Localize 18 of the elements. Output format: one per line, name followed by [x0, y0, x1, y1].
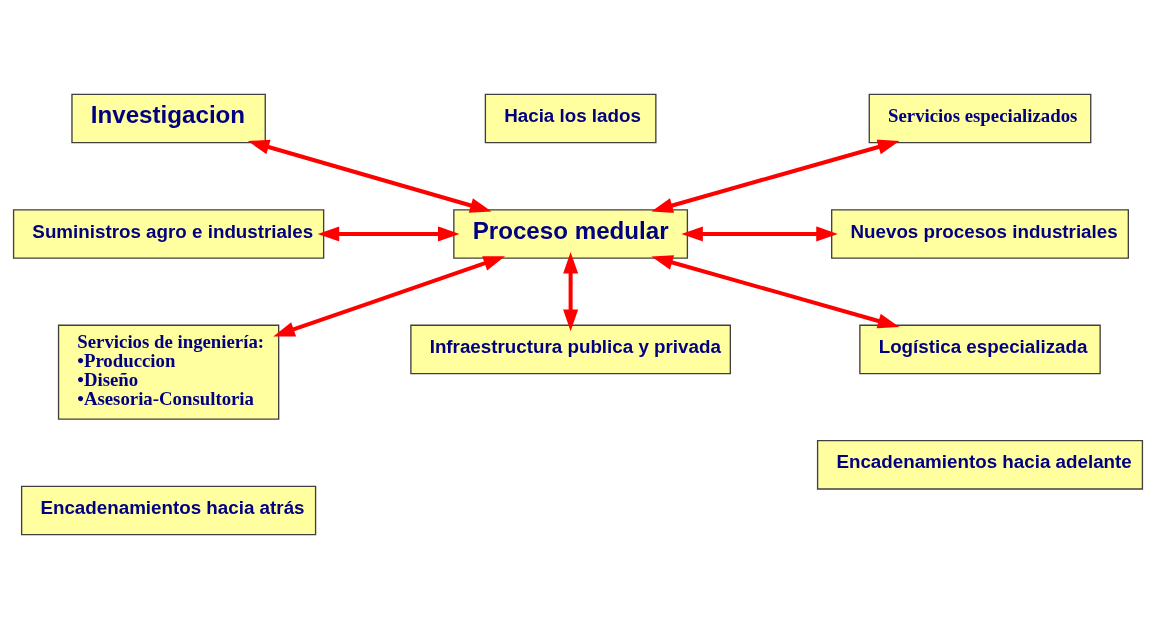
arrow: [651, 254, 900, 328]
node-box: Hacia los lados: [484, 93, 657, 143]
node-box: Proceso medular: [453, 208, 689, 259]
arrow: [317, 225, 460, 241]
node-box: Suministros agro e industriales: [12, 208, 325, 259]
node-box: Encadenamientos hacia atrás: [20, 485, 317, 535]
node-box: Infraestructura publica y privada: [410, 324, 731, 374]
node-box: Investigacion: [71, 93, 266, 143]
node-box: Servicios especializados: [868, 93, 1092, 143]
arrow: [651, 139, 900, 213]
node-box: Logística especializada: [859, 324, 1101, 374]
arrow: [563, 251, 579, 331]
arrow: [681, 225, 838, 241]
arrow: [273, 255, 505, 336]
node-box: Servicios de ingeniería: •Produccion •Diseño •Asesoria-Consultoria: [57, 324, 280, 420]
node-box: Encadenamientos hacia adelante: [816, 439, 1144, 490]
arrow: [247, 139, 492, 213]
node-box: Nuevos procesos industriales: [831, 208, 1129, 259]
